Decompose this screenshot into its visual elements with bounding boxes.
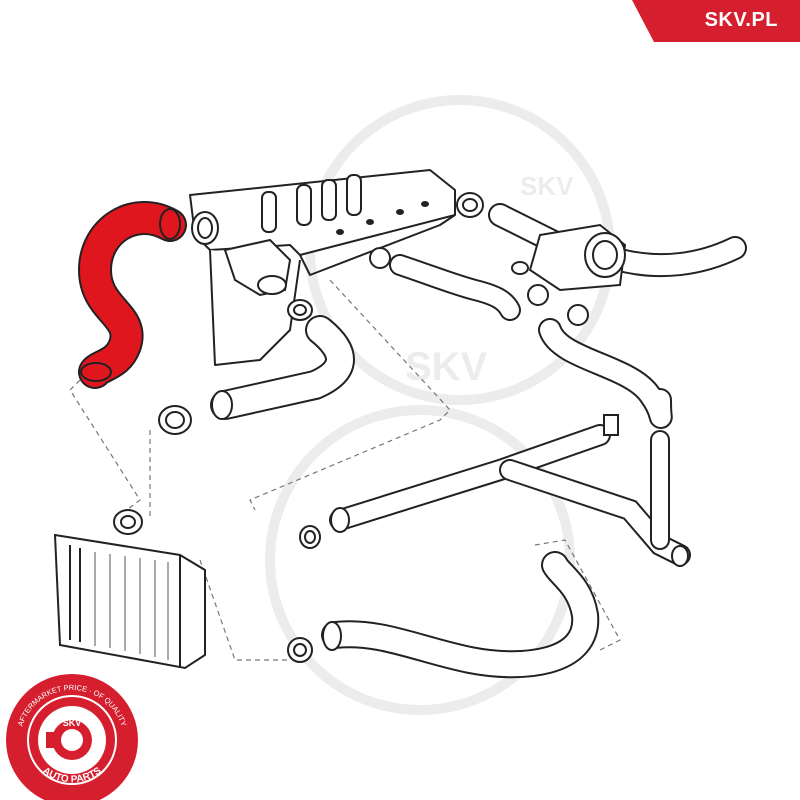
watermark-text-2: SKV <box>405 345 488 389</box>
quality-seal: SKV AFTERMARKET PRICE · OF QUALITY AUTO … <box>6 674 138 800</box>
thermostat-housing <box>223 238 292 297</box>
clamp-small-3 <box>567 304 589 326</box>
hose-clamps <box>113 192 589 663</box>
clamp-small-1 <box>369 247 391 269</box>
guide-bottom-hose <box>534 539 621 651</box>
clamp-mid-left <box>158 405 192 435</box>
clamp-radiator <box>113 509 143 535</box>
brand-logo-text[interactable]: SKV.PL <box>704 9 778 31</box>
coolant-y-pipe <box>329 414 691 567</box>
clamp-top-right <box>456 192 484 218</box>
clamp-mid-small <box>287 299 313 321</box>
clamp-bottom <box>287 637 313 663</box>
watermark-gear-bottom <box>265 405 575 715</box>
bypass-hose-short <box>389 254 521 321</box>
oring-left <box>299 525 321 549</box>
guide-lower-pipe <box>249 279 451 511</box>
clamp-small-2 <box>527 284 549 306</box>
return-hose-right <box>538 318 673 429</box>
guide-hose-to-radiator <box>69 379 141 516</box>
heater-pipe-top-right <box>488 203 747 292</box>
brand-banner-shape <box>632 0 800 42</box>
radiator <box>53 533 206 670</box>
thermostat-outlet-hose <box>210 315 355 420</box>
lower-radiator-hose <box>321 551 600 679</box>
upper-radiator-hose[interactable] <box>77 201 187 389</box>
clamp-upper-left <box>191 211 219 245</box>
watermark-text-1: SKV <box>520 171 574 201</box>
guide-radiator-bottom <box>199 559 290 661</box>
seal-center-text: SKV <box>63 718 82 728</box>
